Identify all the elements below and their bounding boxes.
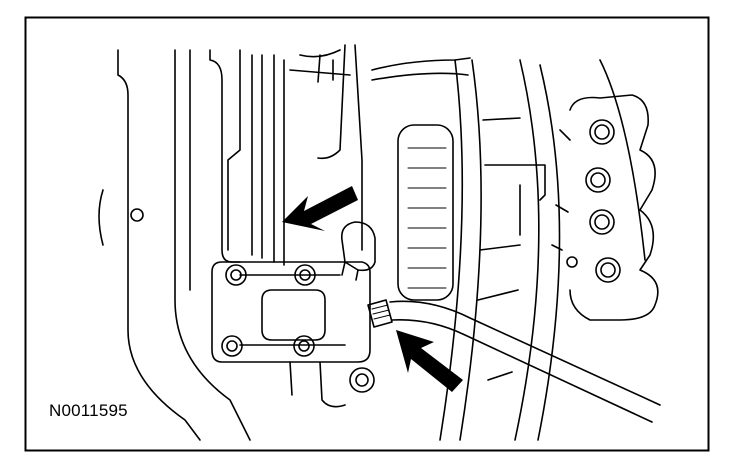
friction-plate-stack (397, 124, 454, 301)
upper-housing-wall (354, 44, 471, 251)
lower-plug (349, 367, 375, 393)
valve-bore-4 (595, 257, 621, 283)
valve-small-hole (566, 256, 578, 268)
friction-plate-lines (407, 147, 447, 289)
arrow-icon (396, 330, 463, 392)
fluid-line-lower (391, 318, 653, 423)
plate-bolt-top-right-inner (299, 269, 311, 281)
valve-body-ribs (551, 129, 571, 251)
channel-divider (317, 54, 334, 83)
cover-plate-inner (261, 289, 326, 341)
case-inner-contour (174, 49, 251, 441)
callout-arrows (282, 186, 463, 392)
plate-bolt-bottom-left-inner (226, 340, 238, 352)
drum-arc-2 (459, 59, 482, 441)
case-edge-left (98, 189, 104, 246)
drum-arc-4 (537, 64, 561, 441)
plate-bolt-top-left-inner (230, 269, 242, 281)
plate-bolt-top-left (225, 264, 247, 286)
fluid-line-upper (389, 300, 661, 406)
valve-bore-3-inner (594, 214, 610, 230)
upper-housing-arc (371, 72, 469, 81)
lower-bracket (289, 361, 346, 408)
lower-plug-inner (355, 373, 369, 387)
arrow-icon (282, 186, 358, 231)
valve-bore-2-inner (590, 172, 606, 188)
plate-bolt-bottom-right (293, 335, 315, 357)
drum-slot-3 (477, 289, 519, 301)
drum-arc-5 (599, 59, 646, 261)
housing-rib-1 (209, 49, 241, 263)
sensor-stem (341, 261, 359, 281)
valve-bore-1-inner (594, 124, 610, 140)
housing-rib-2 (227, 49, 241, 251)
drum-arc-3 (514, 59, 540, 441)
cover-plate-outline (211, 261, 371, 363)
drum-slot-bracket (484, 164, 546, 236)
valve-bore-4-inner (600, 262, 616, 278)
cover-plate-raised (239, 274, 346, 346)
valve-bore-2 (585, 167, 611, 193)
case-mounting-hole (130, 208, 144, 222)
transmission-case-outline (117, 49, 201, 441)
valve-body-outline (569, 94, 659, 321)
plate-bolt-top-right (294, 264, 316, 286)
valve-bore-3 (589, 209, 615, 235)
drum-slot-4 (487, 371, 513, 381)
plate-bolt-bottom-left (221, 335, 243, 357)
sensor-housing (340, 221, 376, 272)
frame-border (24, 16, 710, 452)
plate-bolt-bottom-right-inner (298, 340, 310, 352)
line-fitting-threads (371, 304, 391, 320)
line-fitting (367, 299, 393, 328)
valve-bore-1 (589, 119, 615, 145)
drum-slot-2 (479, 244, 521, 251)
drum-slot-1 (482, 117, 521, 121)
figure-id-label: N0011595 (49, 401, 128, 420)
